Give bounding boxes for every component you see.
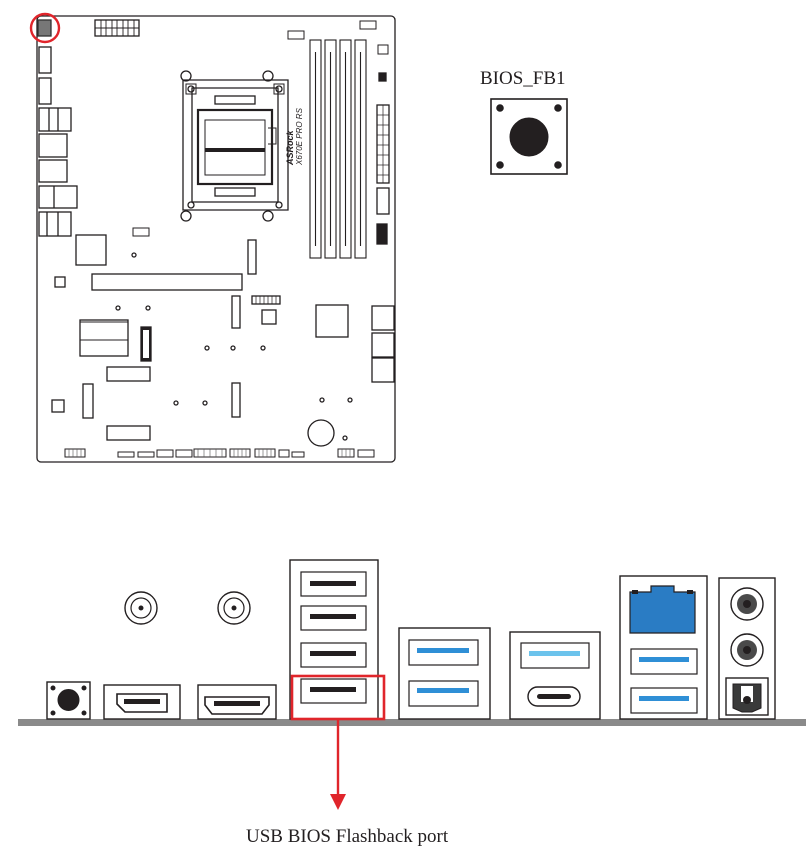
io-stack-4 — [38, 133, 68, 158]
io-stack-5 — [38, 159, 68, 183]
cmos-battery — [307, 419, 335, 447]
jumper-2 — [261, 309, 277, 325]
flashback-arrow — [330, 719, 346, 810]
screw-hole — [131, 252, 137, 258]
usb3-port-4 — [630, 648, 698, 675]
jumper-3 — [51, 399, 65, 413]
lan-usb-stack — [619, 575, 708, 720]
io-plate-base — [18, 719, 806, 726]
wifi-antenna-2 — [217, 591, 251, 625]
chip-5 — [106, 425, 151, 441]
usb2-stack — [289, 559, 379, 720]
usb-bios-flashback-port-label: USB BIOS Flashback port — [246, 826, 449, 847]
io-stack-6 — [38, 185, 78, 209]
front-usb-c-header — [376, 223, 388, 245]
bios-fb1-label: BIOS_FB1 — [480, 68, 566, 89]
jumper-1 — [54, 276, 66, 288]
chip-1 — [75, 234, 107, 266]
board-brand-label: ASRock — [285, 129, 295, 166]
sata-port-2 — [371, 332, 395, 358]
dimm-slots — [309, 39, 367, 259]
bios-fb1-button — [490, 98, 568, 175]
board-outline — [36, 15, 396, 463]
board-model-label: X670E PRO RS — [295, 107, 304, 166]
usb3-port-1 — [408, 639, 479, 666]
usb3-usbc-stack — [509, 631, 601, 720]
audio-jack-2 — [730, 633, 764, 667]
wifi-antenna-1 — [124, 591, 158, 625]
lan-port — [629, 585, 696, 634]
m2-slot-1 — [247, 239, 257, 275]
motherboard: ASRock X670E PRO RS — [29, 12, 396, 463]
board-brand-text: ASRock — [285, 129, 295, 166]
io-stack-1 — [38, 46, 52, 74]
usb2-port-2 — [300, 605, 367, 631]
io-stack-2 — [38, 77, 52, 105]
m2-slot-4 — [82, 383, 94, 419]
hdmi-port — [197, 684, 277, 720]
usb3-port-5 — [630, 687, 698, 714]
optical-spdif-port — [725, 677, 769, 716]
small-chip — [378, 72, 387, 82]
usb-c-port — [527, 686, 581, 707]
io-bios-button — [46, 681, 91, 720]
usb2-port-1 — [300, 571, 367, 597]
pcie-x16-slot — [91, 273, 243, 291]
usb2-port-3 — [300, 642, 367, 668]
board-model-text: X670E PRO RS — [295, 107, 304, 166]
board-corner-header — [37, 19, 52, 37]
usb3-port-3 — [520, 642, 590, 669]
audio-jack-1 — [730, 587, 764, 621]
cpu-socket — [180, 70, 289, 222]
usb3-port-2 — [408, 680, 479, 707]
usb-bios-flashback-port — [300, 678, 367, 704]
usb3-header — [376, 187, 390, 215]
rear-io-panel — [18, 559, 806, 810]
fan-header-4 — [132, 227, 150, 237]
io-stack-3 — [38, 107, 72, 132]
chip-4 — [106, 366, 151, 382]
sata-port-1 — [371, 305, 395, 331]
usb3-stack-1 — [398, 627, 491, 720]
fan-header-2 — [359, 20, 377, 30]
chip-2 — [315, 304, 349, 338]
audio-stack — [718, 577, 776, 720]
m2-slot-2 — [231, 295, 241, 329]
fan-header-3 — [377, 44, 389, 55]
io-stack-7 — [38, 211, 72, 237]
displayport — [103, 684, 181, 720]
sata-header — [251, 295, 281, 305]
m2-slot-5 — [231, 382, 241, 418]
board-location-circle — [29, 12, 61, 44]
sata-port-3 — [371, 357, 395, 383]
fan-header-1 — [287, 30, 305, 40]
